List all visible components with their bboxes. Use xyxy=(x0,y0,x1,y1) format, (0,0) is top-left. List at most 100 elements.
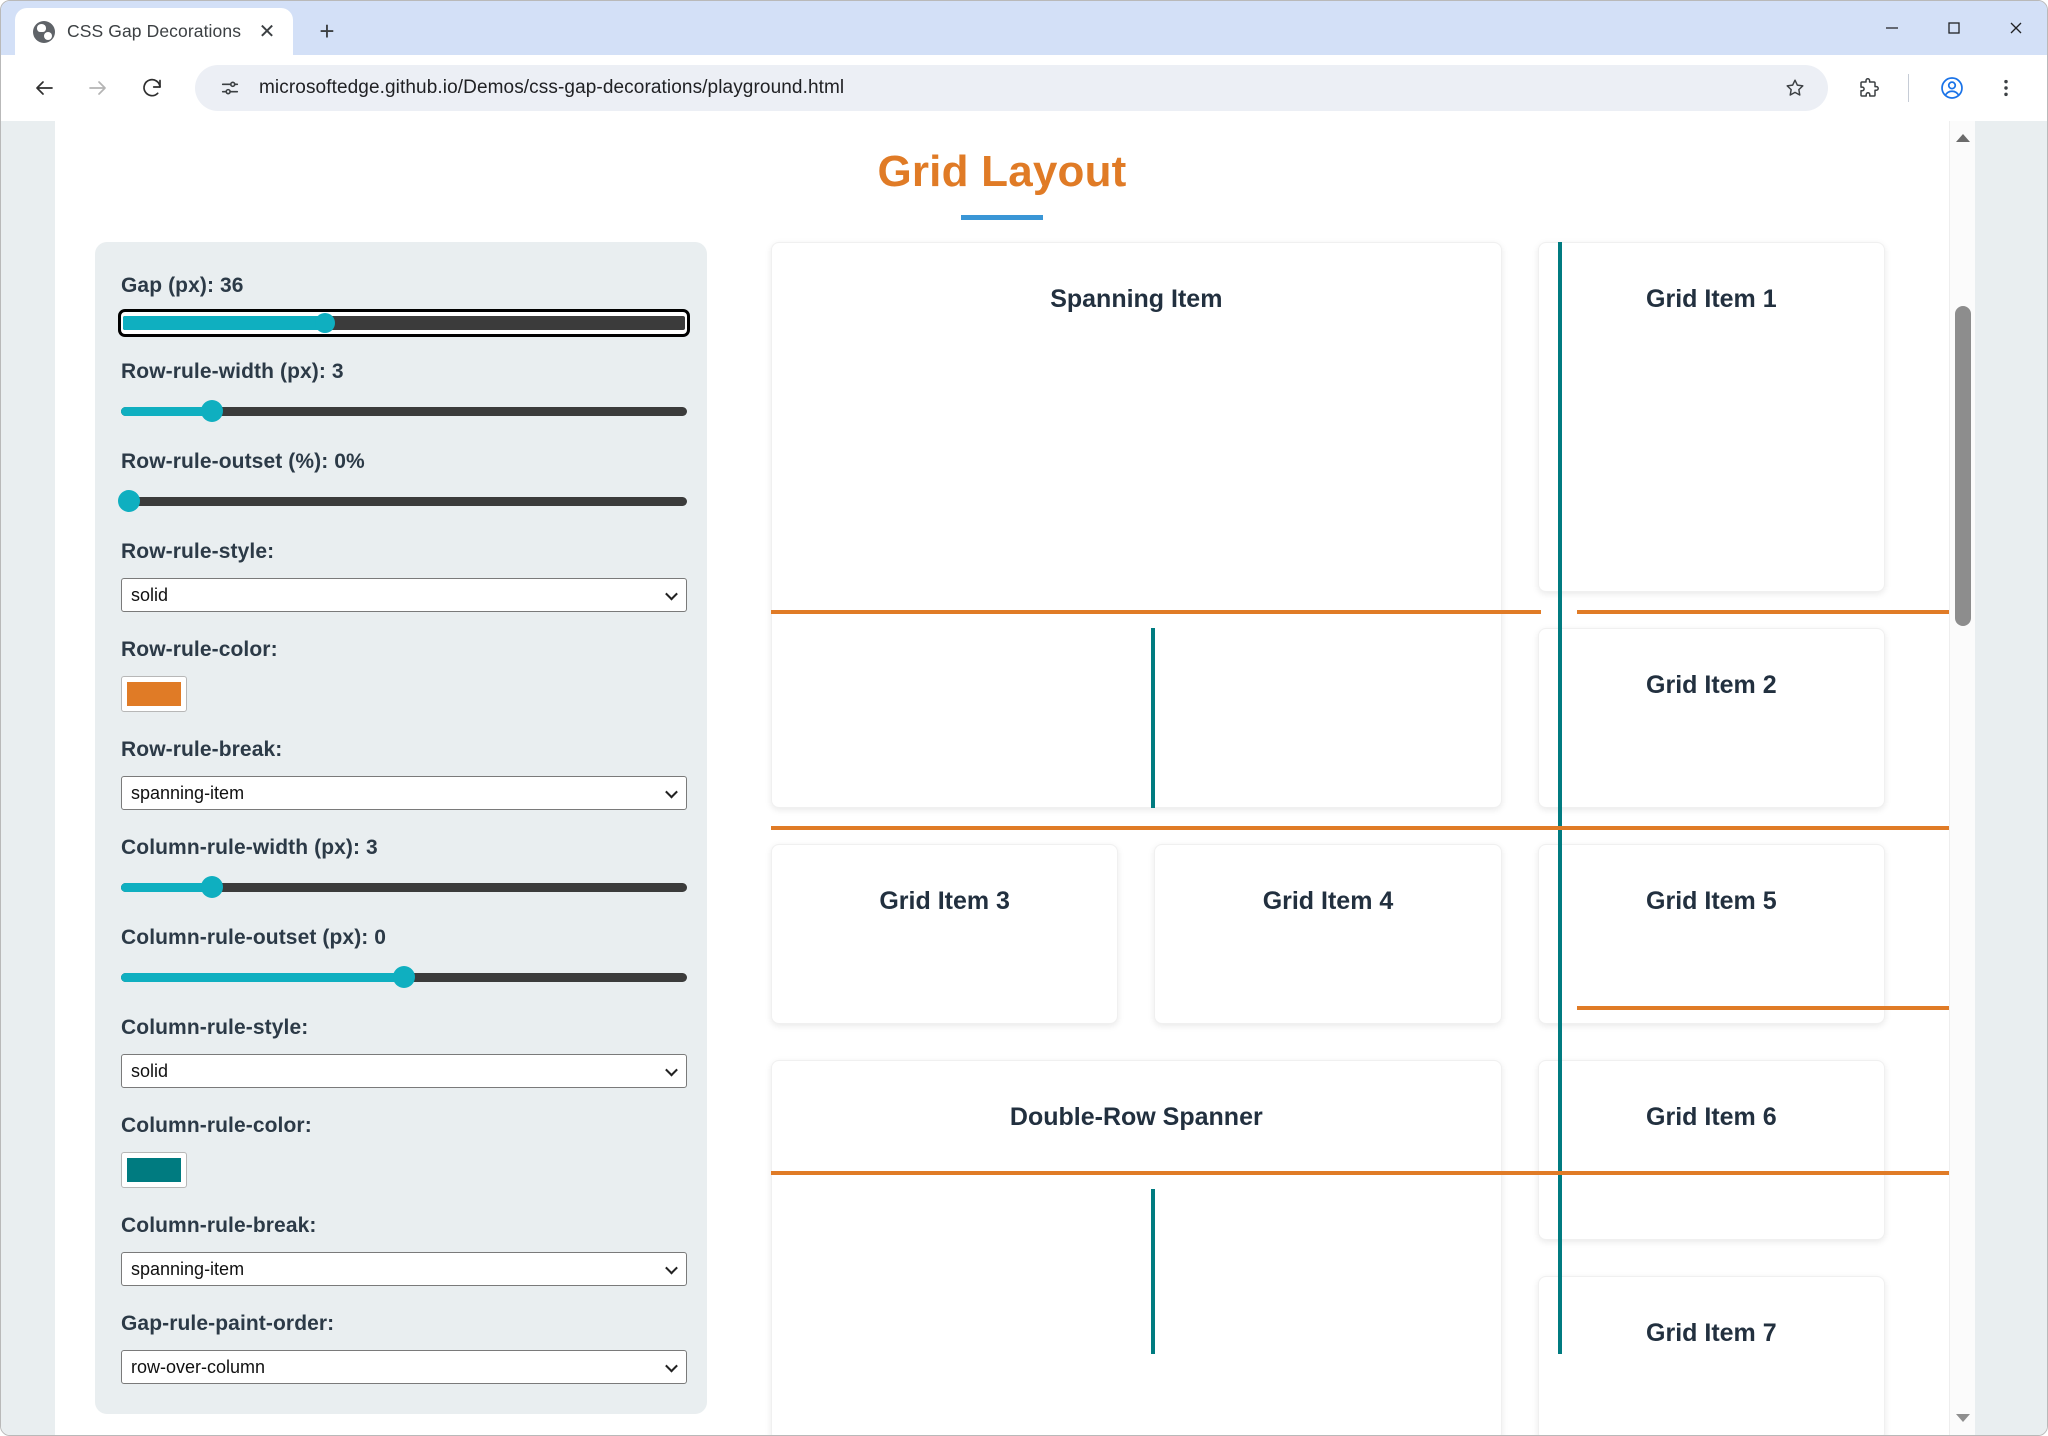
slider-fill xyxy=(121,882,212,892)
control-label: Column-rule-width (px): 3 xyxy=(121,836,378,859)
select-value: row-over-column xyxy=(131,1356,266,1377)
control-row-rule-break: Row-rule-break: spanning-item xyxy=(121,738,687,810)
chevron-down-icon xyxy=(665,1063,678,1077)
page-viewport: Grid Layout Gap (px): 36 xyxy=(1,121,2047,1435)
toolbar-divider xyxy=(1908,74,1909,102)
column-rule-width-slider[interactable] xyxy=(121,874,687,900)
star-icon[interactable] xyxy=(1776,69,1814,107)
control-label: Column-rule-style: xyxy=(121,1016,309,1039)
new-tab-button[interactable]: + xyxy=(319,15,335,46)
select-value: spanning-item xyxy=(131,1258,245,1279)
window-controls xyxy=(1861,1,2047,55)
row-rule-color-picker[interactable] xyxy=(121,676,187,712)
grid-cell-5[interactable]: Grid Item 5 xyxy=(1537,844,1885,1024)
browser-tab[interactable]: CSS Gap Decorations playgroun ✕ xyxy=(15,8,293,55)
page-content: Grid Layout Gap (px): 36 xyxy=(55,121,1975,1435)
maximize-icon[interactable] xyxy=(1923,1,1985,55)
slider-track xyxy=(121,400,687,422)
chevron-down-icon xyxy=(665,1359,678,1373)
control-label: Row-rule-style: xyxy=(121,540,275,563)
color-preview xyxy=(127,682,181,706)
forward-arrow-icon[interactable] xyxy=(73,63,123,113)
close-icon[interactable]: ✕ xyxy=(258,20,276,43)
grid-cell-double-row-spanner[interactable]: Double-Row Spanner xyxy=(771,1060,1502,1435)
profile-icon[interactable] xyxy=(1929,65,1975,111)
control-column-rule-color: Column-rule-color: xyxy=(121,1114,681,1188)
control-row-rule-outset: Row-rule-outset (%): 0% xyxy=(117,450,687,514)
page-scrollbar[interactable] xyxy=(1949,121,1975,1435)
scrollbar-thumb[interactable] xyxy=(1955,306,1971,626)
title-underline xyxy=(961,215,1043,220)
slider-knob[interactable] xyxy=(117,490,140,512)
grid-cell-3[interactable]: Grid Item 3 xyxy=(771,844,1119,1024)
column-rule-break-select[interactable]: spanning-item xyxy=(121,1252,687,1286)
three-dot-menu-icon[interactable] xyxy=(1983,65,2029,111)
row-rule-outset-slider[interactable] xyxy=(117,488,687,514)
slider-knob[interactable] xyxy=(200,876,223,898)
web-page: Grid Layout Gap (px): 36 xyxy=(55,121,1975,1435)
control-label: Row-rule-width (px): 3 xyxy=(121,360,344,383)
slider-track xyxy=(117,490,687,512)
grid-cell-2[interactable]: Grid Item 2 xyxy=(1537,628,1885,808)
slider-fill xyxy=(121,972,404,982)
reload-icon[interactable] xyxy=(127,63,177,113)
grid-demo: Spanning Item Grid Item 1 Grid Item 2 Gr… xyxy=(771,242,1975,1435)
slider-track xyxy=(121,876,687,898)
slider-fill xyxy=(123,316,326,330)
grid-cell-spanning[interactable]: Spanning Item xyxy=(771,242,1502,808)
column-rule-color-picker[interactable] xyxy=(121,1152,187,1188)
address-bar[interactable]: microsoftedge.github.io/Demos/css-gap-de… xyxy=(195,65,1828,111)
row-rule-style-select[interactable]: solid xyxy=(121,578,687,612)
minimize-icon[interactable] xyxy=(1861,1,1923,55)
row-rule-break-select[interactable]: spanning-item xyxy=(121,776,687,810)
control-label: Row-rule-outset (%): 0% xyxy=(121,450,365,473)
scroll-down-arrow-icon[interactable] xyxy=(1950,1405,1975,1431)
control-label: Gap (px): 36 xyxy=(121,274,244,297)
slider-knob[interactable] xyxy=(315,313,336,333)
slider-fill xyxy=(121,406,212,416)
grid-cell-1[interactable]: Grid Item 1 xyxy=(1537,242,1885,592)
grid-cell-6[interactable]: Grid Item 6 xyxy=(1537,1060,1885,1240)
chevron-down-icon xyxy=(665,587,678,601)
row-rule-width-slider[interactable] xyxy=(121,398,687,424)
chevron-down-icon xyxy=(665,785,678,799)
page-layout: Gap (px): 36 Row-rule-width (px): 3 xyxy=(55,220,1975,1435)
slider-track xyxy=(121,966,687,988)
column-rule-style-select[interactable]: solid xyxy=(121,1054,687,1088)
select-value: solid xyxy=(131,584,169,605)
select-value: solid xyxy=(131,1060,169,1081)
controls-panel: Gap (px): 36 Row-rule-width (px): 3 xyxy=(95,242,707,1414)
grid-container: Spanning Item Grid Item 1 Grid Item 2 Gr… xyxy=(771,242,1885,1435)
control-label: Column-rule-color: xyxy=(121,1114,312,1137)
slider-track xyxy=(123,313,685,333)
permissions-icon[interactable] xyxy=(217,75,243,101)
control-row-rule-style: Row-rule-style: solid xyxy=(121,540,687,612)
control-label: Column-rule-break: xyxy=(121,1214,317,1237)
grid-cell-7[interactable]: Grid Item 7 xyxy=(1537,1276,1885,1435)
chevron-down-icon xyxy=(665,1261,678,1275)
scroll-up-arrow-icon[interactable] xyxy=(1950,125,1975,151)
gap-rule-paint-order-select[interactable]: row-over-column xyxy=(121,1350,687,1384)
extensions-icon[interactable] xyxy=(1846,65,1892,111)
control-row-rule-color: Row-rule-color: xyxy=(121,638,681,712)
tab-title: CSS Gap Decorations playgroun xyxy=(67,21,241,41)
control-gap: Gap (px): 36 xyxy=(118,274,690,337)
slider-knob[interactable] xyxy=(393,966,415,988)
gap-slider[interactable] xyxy=(118,309,690,337)
grid-cell-4[interactable]: Grid Item 4 xyxy=(1154,844,1502,1024)
control-gap-rule-paint-order: Gap-rule-paint-order: row-over-column xyxy=(121,1312,687,1384)
control-label: Row-rule-color: xyxy=(121,638,278,661)
close-icon[interactable] xyxy=(1985,1,2047,55)
url-text: microsoftedge.github.io/Demos/css-gap-de… xyxy=(259,77,845,98)
control-column-rule-width: Column-rule-width (px): 3 xyxy=(121,836,687,900)
control-column-rule-outset: Column-rule-outset (px): 0 xyxy=(121,926,687,990)
back-arrow-icon[interactable] xyxy=(19,63,69,113)
control-column-rule-break: Column-rule-break: spanning-item xyxy=(121,1214,687,1286)
select-value: spanning-item xyxy=(131,782,245,803)
column-rule-outset-slider[interactable] xyxy=(121,964,687,990)
tab-strip: CSS Gap Decorations playgroun ✕ + xyxy=(1,1,2047,55)
control-row-rule-width: Row-rule-width (px): 3 xyxy=(121,360,687,424)
browser-toolbar: microsoftedge.github.io/Demos/css-gap-de… xyxy=(1,55,2047,121)
slider-knob[interactable] xyxy=(200,400,223,422)
